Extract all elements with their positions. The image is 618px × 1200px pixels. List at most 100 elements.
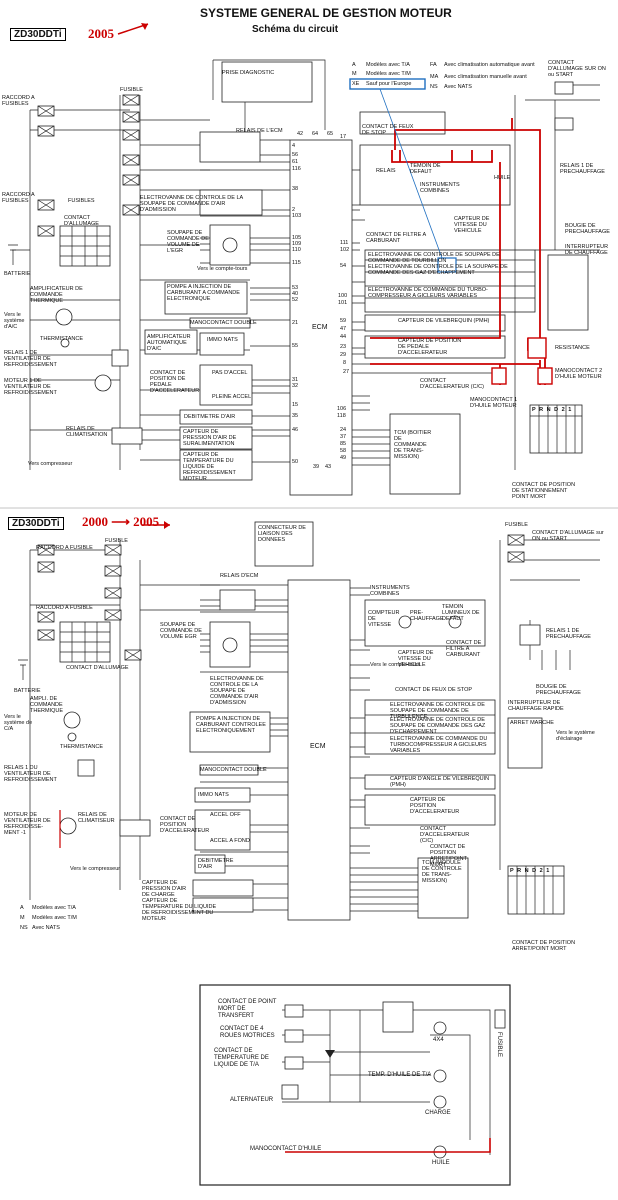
vers-compresseur-bottom: Vers le compresseur: [70, 866, 121, 872]
ecm-pin: 118: [337, 413, 346, 419]
ecm-label-bottom: ECM: [310, 743, 326, 750]
capteur-pression-top: CAPTEUR DE PRESSION D'AIR DE SURALIMENTA…: [183, 429, 237, 447]
ecm-pin: 27: [343, 369, 350, 375]
contact-accel-cc-top: CONTACT D'ACCELERATEUR (C/C): [420, 378, 484, 390]
batterie-top: BATTERIE: [4, 271, 31, 277]
relais1-prech-top: RELAIS 1 DE PRECHAUFFAGE: [560, 163, 605, 175]
immo-nats-bottom: IMMO NATS: [198, 792, 229, 798]
relais-ecm-top: RELAIS DE L'ECM: [236, 128, 283, 134]
legend-item-xe: Sauf pour l'Europe: [366, 81, 412, 87]
soupape-egr-top: SOUPAPE DE COMMANDE DE VOLUME DE L'EGR: [167, 230, 209, 254]
contact-allumage-bottom: CONTACT D'ALLUMAGE: [66, 665, 129, 671]
ecm-pin: 65: [327, 131, 334, 137]
ecm-pin: 61: [292, 159, 299, 165]
ecm-pin: 106: [337, 406, 347, 412]
ecm-pin: 64: [312, 131, 319, 137]
thermistance-bottom: THERMISTANCE: [60, 744, 103, 750]
ecm-pin: 109: [292, 241, 302, 247]
relais-ecm-bottom: RELAIS D'ECM: [220, 573, 259, 579]
legend-code-ns-bottom: NS: [20, 925, 28, 931]
ev-gaz-top: ELECTROVANNE DE CONTROLE DE LA SOUPAPE D…: [368, 264, 508, 276]
ecm-pin: 115: [292, 260, 301, 266]
legend-item-fa: Avec climatisation automatique avant: [444, 62, 535, 68]
fusible-bottom-right: FUSIBLE: [505, 522, 528, 528]
ecm-pin: 52: [292, 297, 299, 303]
ecm-pin: 44: [340, 334, 347, 340]
contact-stationnement-top: CONTACT DE POSITION DE STATIONNEMENT POI…: [512, 482, 576, 500]
interrupteur-chauffage-top: INTERRUPTEUR DE CHAUFFAGE: [565, 244, 609, 256]
ecm-pin: 49: [340, 455, 347, 461]
inset-huile: HUILE: [432, 1160, 450, 1166]
inset-contact-4roues: CONTACT DE 4 ROUES MOTRICES: [220, 1026, 275, 1039]
vers-compresseur-top: Vers compresseur: [28, 461, 73, 467]
ampli-auto-ac-top: AMPLIFICATEUR AUTOMATIQUE D'A/C: [147, 334, 191, 352]
legend-code-fa: FA: [430, 62, 437, 68]
vers-ac-top: Vers le système d'A/C: [4, 312, 25, 330]
prechauffage-bottom: PRE-CHAUFFAGE: [410, 610, 444, 622]
contact-allumage-top-bottom: CONTACT D'ALLUMAGE sur ON ou START: [532, 530, 604, 542]
contact-accel-cc-bottom: CONTACT D'ACCELERATEUR (C/C): [420, 826, 470, 844]
ecm-pin: 46: [292, 427, 299, 433]
inset-alternateur: ALTERNATEUR: [230, 1097, 274, 1103]
capteur-vilebrequin-bottom: CAPTEUR D'ANGLE DE VILEBREQUIN (PMH): [390, 776, 490, 788]
capteur-vilebrequin-top: CAPTEUR DE VILEBREQUIN (PMH): [398, 318, 490, 324]
ecm-pin: 101: [338, 300, 348, 306]
vers-eclairage-bottom: Vers le système d'éclairage: [556, 730, 595, 742]
legend-item-m: Modèles avec T/M: [366, 71, 411, 77]
ecm-pin: 85: [340, 441, 347, 447]
contact-feux-bottom: CONTACT DE FEUX DE STOP: [395, 687, 473, 693]
pompe-injection-top: POMPE A INJECTION DE CARBURANT A COMMAND…: [167, 284, 240, 302]
moteur-vent-bottom: MOTEUR DE VENTILATEUR DE REFROIDISSE-MEN…: [4, 812, 51, 836]
ecm-pin: 35: [292, 413, 299, 419]
contact-pedale-top: CONTACT DE POSITION DE PEDALE D'ACCELERA…: [150, 370, 200, 394]
relais-climatiseur-bottom: RELAIS DE CLIMATISEUR: [78, 812, 115, 824]
legend-code-xe: XE: [352, 81, 360, 87]
pompe-bottom: POMPE A INJECTION DE CARBURANT CONTROLEE…: [196, 716, 266, 734]
relais-top: RELAIS: [376, 168, 396, 174]
tcm-top: TCM (BOITIER DE COMMANDE DE TRANS-MISSIO…: [394, 430, 432, 460]
immo-nats-top: IMMO NATS: [207, 337, 238, 343]
accel-fond-bottom: ACCEL A FOND: [210, 838, 250, 844]
ecm-pin: 59: [340, 318, 347, 324]
raccord-fusibles-a: RACCORD A FUSIBLES: [2, 95, 35, 107]
batterie-bottom: BATTERIE: [14, 688, 41, 694]
ecm-pin: 39: [313, 464, 320, 470]
ecm-pin: 15: [292, 402, 299, 408]
ecm-pin: 50: [292, 459, 299, 465]
legend-code-m: M: [352, 71, 357, 77]
capteur-pos-pedale-top: CAPTEUR DE POSITION DE PEDALE D'ACCELERA…: [398, 338, 462, 356]
prnd-bottom: PRND21: [510, 868, 553, 874]
fusible-label-top: FUSIBLE: [120, 87, 143, 93]
ecm-pin: 2: [292, 207, 296, 213]
contact-allumage-lbl-top: CONTACT D'ALLUMAGE: [64, 215, 99, 227]
interrupteur-bottom: INTERRUPTEUR DE CHAUFFAGE RAPIDE: [508, 700, 564, 712]
inset-charge: CHARGE: [425, 1110, 451, 1116]
instruments-bottom: INSTRUMENTS COMBINES: [370, 585, 410, 597]
manocontact-double-bottom: MANOCONTACT DOUBLE: [200, 767, 267, 773]
temoin-bottom: TEMOIN LUMINEUX DE DEFAUT: [442, 604, 480, 622]
model-tag-bottom: ZD30DDTi: [8, 517, 64, 530]
thermistance-top: THERMISTANCE: [40, 336, 83, 342]
tcm-bottom: TCM (MODULE DE CONTROLE DE TRANS-MISSION…: [422, 860, 462, 884]
relais1-prech-bottom: RELAIS 1 DE PRECHAUFFAGE: [546, 628, 591, 640]
fusibles-label-top: FUSIBLES: [68, 198, 95, 204]
ecm-pin: 103: [292, 213, 302, 219]
huile-top: HUILE: [494, 175, 511, 181]
ev-turbo-bottom: ELECTROVANNE DE COMMANDE DU TURBOCOMPRES…: [390, 736, 488, 754]
ecm-pin: 56: [292, 152, 299, 158]
ev-turbo-top: ELECTROVANNE DE COMMANDE DU TURBO-COMPRE…: [368, 287, 488, 299]
accel-off-bottom: ACCEL OFF: [210, 812, 241, 818]
arret-marche-bottom: ARRET MARCHE: [510, 720, 554, 726]
prnd-top: PRND21: [532, 407, 575, 413]
debitmetre-bottom: DEBITMETRE D'AIR: [198, 858, 234, 870]
ecm-pin: 38: [292, 186, 299, 192]
ecm-pin: 100: [338, 293, 348, 299]
bougie-top: BOUGIE DE PRECHAUFFAGE: [565, 223, 610, 235]
ecm-pin: 55: [292, 343, 299, 349]
model-tag-top: ZD30DDTi: [10, 28, 66, 41]
years-label-bottom: 2000 ⟶ 2005: [82, 514, 160, 529]
manocontact1-top: MANOCONTACT 1 D'HUILE MOTEUR: [470, 397, 518, 409]
ecm-pin: 42: [297, 131, 304, 137]
ecm-pin: 110: [292, 247, 301, 253]
